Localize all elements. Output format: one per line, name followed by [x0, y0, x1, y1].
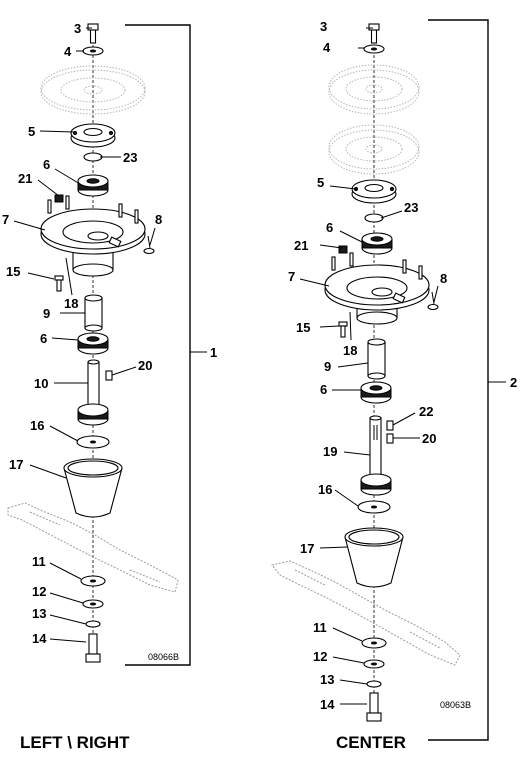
label-15: 15: [296, 320, 310, 335]
label-11: 11: [32, 554, 46, 569]
center-assembly: 2: [271, 19, 517, 752]
group-bracket: [428, 19, 489, 741]
lower-bearing-part: [360, 381, 392, 404]
label-8: 8: [440, 271, 447, 286]
label-21: 21: [18, 171, 32, 186]
housing-bolt-part: [54, 275, 64, 292]
blade-cup-part: [344, 527, 404, 588]
bearing-cap-part: [70, 123, 116, 148]
seal-ring-part: [364, 213, 384, 223]
label-8: 8: [155, 212, 162, 227]
label-12: 12: [32, 584, 46, 599]
spindle-housing-part: [40, 195, 146, 277]
label-14: 14: [32, 631, 47, 646]
label-4: 4: [64, 44, 72, 59]
blade-cup-part: [63, 458, 123, 518]
spindle-shaft-part: [360, 415, 392, 496]
bearing-cap-part: [351, 179, 397, 204]
label-6-upper: 6: [326, 220, 333, 235]
label-20: 20: [422, 431, 436, 446]
label-21: 21: [294, 238, 308, 253]
label-17: 17: [9, 457, 23, 472]
lower-bearing-part: [77, 332, 109, 355]
lock-washer-part: [85, 620, 101, 628]
label-22: 22: [419, 404, 433, 419]
label-5: 5: [317, 175, 324, 190]
label-19: 19: [323, 444, 337, 459]
mower-blade: [7, 502, 179, 593]
label-9: 9: [324, 359, 331, 374]
blade-washer-hole: [371, 641, 377, 645]
flat-washer-hole: [90, 602, 96, 606]
label-7: 7: [2, 212, 9, 227]
group-bracket: [125, 24, 191, 666]
bolt-part: [368, 23, 380, 44]
spacer-part: [84, 294, 103, 332]
pulley-lower: [328, 124, 420, 175]
leader-lines: [13, 27, 156, 643]
spacer-part: [367, 338, 386, 380]
upper-bearing-part: [77, 174, 109, 197]
label-6-lower: 6: [320, 382, 327, 397]
label-12: 12: [313, 649, 327, 664]
label-4: 4: [323, 40, 331, 55]
assembly-caption: CENTER: [336, 733, 406, 752]
key-part-upper: [386, 420, 394, 431]
spindle-housing-part: [324, 252, 430, 325]
washer-hole: [90, 49, 96, 53]
label-14: 14: [320, 697, 335, 712]
label-13: 13: [32, 606, 46, 621]
spindle-washer-hole: [371, 505, 377, 509]
label-5: 5: [28, 124, 35, 139]
washer-hole: [371, 47, 377, 51]
spindle-shaft-part: [77, 359, 109, 426]
pulley-upper: [328, 64, 420, 115]
upper-bearing-part: [361, 232, 393, 255]
label-13: 13: [320, 672, 334, 687]
label-16: 16: [30, 418, 44, 433]
blade-bolt-part: [366, 692, 382, 722]
housing-bolt-part: [338, 321, 348, 338]
grease-fitting-part: [338, 245, 348, 254]
label-23: 23: [404, 200, 418, 215]
key-part: [105, 370, 113, 381]
flat-washer-hole: [371, 662, 377, 666]
bolt-part: [87, 23, 99, 44]
pin-part: [143, 235, 155, 255]
label-6-upper: 6: [43, 157, 50, 172]
left-right-assembly: 1: [2, 21, 217, 752]
key-part-lower: [386, 433, 394, 444]
label-18: 18: [64, 296, 78, 311]
label-17: 17: [300, 541, 314, 556]
label-23: 23: [123, 150, 137, 165]
blade-bolt-part: [85, 633, 101, 663]
label-20: 20: [138, 358, 152, 373]
label-3: 3: [320, 19, 327, 34]
pin-part: [427, 291, 439, 311]
label-3: 3: [74, 21, 81, 36]
label-9: 9: [43, 306, 50, 321]
drawing-code: 08063B: [440, 700, 471, 710]
label-10: 10: [34, 376, 48, 391]
label-11: 11: [313, 620, 327, 635]
assembly-caption: LEFT \ RIGHT: [20, 733, 130, 752]
group-number: 2: [510, 375, 517, 390]
group-number: 1: [210, 345, 217, 360]
lock-washer-part: [366, 680, 382, 688]
drawing-code: 08066B: [148, 652, 179, 662]
label-6-lower: 6: [40, 331, 47, 346]
label-16: 16: [318, 482, 332, 497]
seal-ring-part: [83, 152, 103, 162]
pulley: [40, 65, 146, 115]
mower-blade: [271, 560, 461, 666]
leader-lines: [299, 27, 439, 705]
grease-fitting-part: [54, 194, 64, 203]
label-15: 15: [6, 264, 20, 279]
label-18: 18: [343, 343, 357, 358]
blade-washer-hole: [90, 579, 96, 583]
spindle-washer-hole: [90, 440, 96, 444]
label-7: 7: [288, 269, 295, 284]
